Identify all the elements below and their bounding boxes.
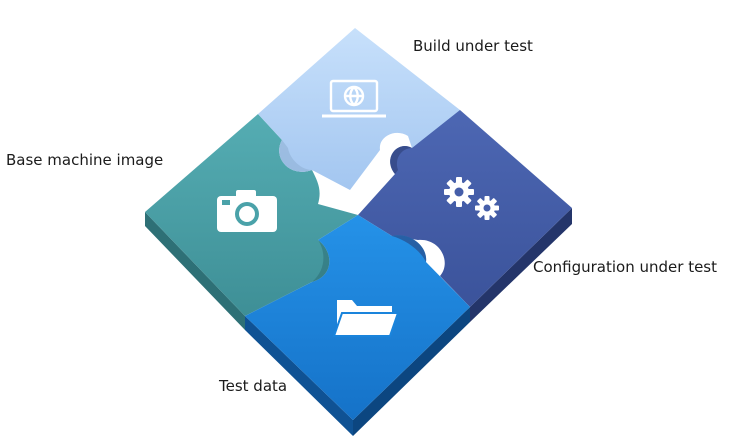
folder-icon — [332, 300, 400, 337]
gears-icon — [444, 177, 499, 220]
label-base-machine-image: Base machine image — [6, 151, 163, 169]
label-configuration-under-test: Configuration under test — [533, 258, 717, 276]
label-build-under-test: Build under test — [413, 37, 533, 55]
puzzle-knob-shading — [279, 140, 427, 282]
puzzle-piece-configuration-under-test — [358, 110, 572, 307]
laptop-globe-icon — [322, 79, 386, 118]
label-test-data: Test data — [218, 377, 287, 395]
camera-icon — [217, 190, 277, 232]
